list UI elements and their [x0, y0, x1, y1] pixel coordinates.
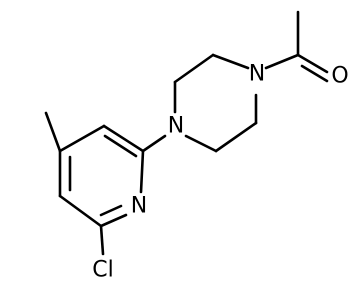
bond-py-c4-c3 — [58, 124, 106, 153]
bond-pip-c5-c6 — [214, 121, 258, 153]
bond-methyl — [44, 111, 62, 153]
bond-py-c2-n — [139, 149, 145, 194]
bond-py-n-c6 — [99, 213, 128, 228]
bond-c-o-outer — [296, 53, 329, 74]
bond-py-c6-c5 — [58, 194, 103, 228]
bond-py-n-c6-inner — [99, 204, 123, 217]
bond-c-o-inner — [300, 64, 329, 83]
bond-pip-c2-c3 — [173, 53, 215, 84]
atom-n-pyridine: N — [131, 194, 147, 219]
bond-py-c3-c2-inner — [103, 134, 138, 158]
bond-pip-c3-n4 — [211, 53, 250, 70]
bond-py-c3-c2 — [102, 124, 145, 153]
atom-n-piperazine-left: N — [168, 114, 184, 139]
bond-py-to-pip-n — [141, 134, 167, 153]
bond-pip-c6-n1 — [184, 134, 218, 153]
atom-n-piperazine-right: N — [249, 62, 265, 87]
bond-c-cl — [99, 224, 105, 256]
atom-cl: Cl — [92, 258, 113, 283]
atom-o-carbonyl: O — [331, 64, 348, 89]
bond-n-carbonyl — [264, 53, 300, 70]
